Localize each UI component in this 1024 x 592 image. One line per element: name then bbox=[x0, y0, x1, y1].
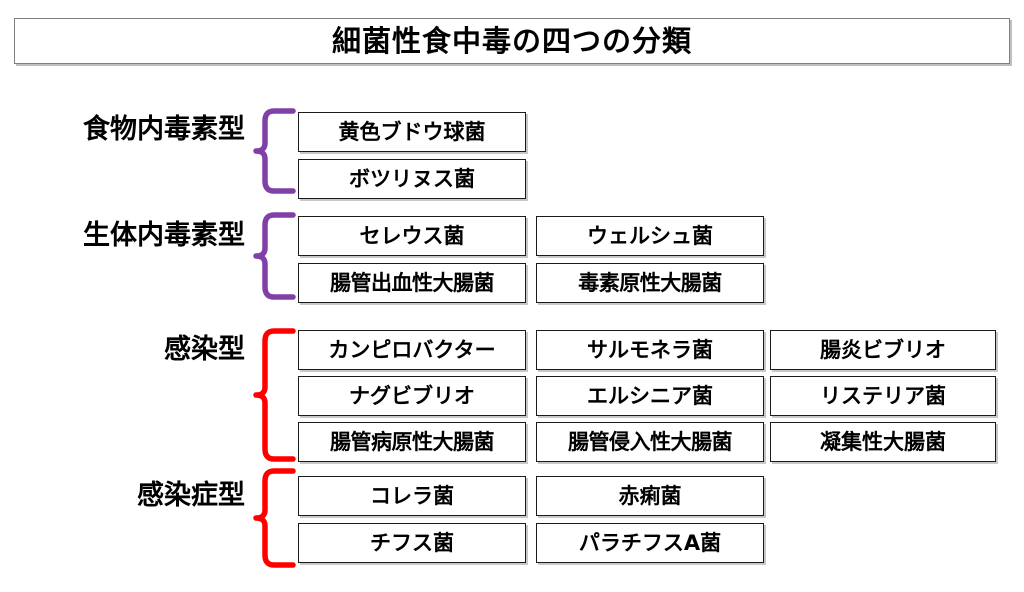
item-box: パラチフスA菌 bbox=[536, 523, 764, 563]
item-box: ボツリヌス菌 bbox=[298, 159, 526, 199]
item-box: セレウス菌 bbox=[298, 216, 526, 256]
item-label: 毒素原性大腸菌 bbox=[578, 270, 722, 295]
category-label-kansenshogata: 感染症型 bbox=[137, 480, 245, 511]
item-box: 凝集性大腸菌 bbox=[770, 422, 996, 462]
item-label: ボツリヌス菌 bbox=[349, 166, 475, 191]
item-box: コレラ菌 bbox=[298, 476, 526, 516]
item-label: 腸管侵入性大腸菌 bbox=[568, 429, 733, 454]
item-box: 黄色ブドウ球菌 bbox=[298, 112, 526, 152]
item-label: 黄色ブドウ球菌 bbox=[338, 119, 486, 144]
brace-seitai-naidokusogata bbox=[252, 211, 296, 301]
item-box: ナグビブリオ bbox=[298, 376, 526, 416]
item-box: 腸管出血性大腸菌 bbox=[298, 263, 526, 303]
item-label: 腸管出血性大腸菌 bbox=[330, 270, 495, 295]
brace-kansenshogata bbox=[252, 467, 296, 569]
item-box: カンピロバクター bbox=[298, 330, 526, 370]
item-label: 赤痢菌 bbox=[618, 483, 682, 508]
item-label: サルモネラ菌 bbox=[587, 337, 713, 362]
item-box: 腸管侵入性大腸菌 bbox=[536, 422, 764, 462]
diagram-title-box: 細菌性食中毒の四つの分類 bbox=[14, 18, 1010, 64]
item-label: リステリア菌 bbox=[820, 383, 946, 408]
item-label: ウェルシュ菌 bbox=[587, 223, 713, 248]
item-label: 凝集性大腸菌 bbox=[820, 429, 946, 454]
item-label: 腸炎ビブリオ bbox=[820, 337, 946, 362]
item-label: コレラ菌 bbox=[370, 483, 454, 508]
item-box: リステリア菌 bbox=[770, 376, 996, 416]
category-label-seitai-naidokusogata: 生体内毒素型 bbox=[83, 220, 245, 251]
item-box: 腸炎ビブリオ bbox=[770, 330, 996, 370]
item-label: パラチフスA菌 bbox=[578, 530, 722, 555]
item-box: 赤痢菌 bbox=[536, 476, 764, 516]
category-label-kansengata: 感染型 bbox=[164, 334, 245, 365]
item-label: セレウス菌 bbox=[359, 223, 465, 248]
item-box: エルシニア菌 bbox=[536, 376, 764, 416]
item-label: ナグビブリオ bbox=[349, 383, 475, 408]
brace-kansengata bbox=[252, 327, 296, 463]
item-box: サルモネラ菌 bbox=[536, 330, 764, 370]
item-box: 腸管病原性大腸菌 bbox=[298, 422, 526, 462]
item-box: ウェルシュ菌 bbox=[536, 216, 764, 256]
category-label-shokumotsu-naidokusogata: 食物内毒素型 bbox=[83, 114, 245, 145]
item-label: 腸管病原性大腸菌 bbox=[330, 429, 495, 454]
item-label: エルシニア菌 bbox=[587, 383, 713, 408]
item-label: チフス菌 bbox=[370, 530, 454, 555]
brace-shokumotsu-naidokusogata bbox=[252, 107, 296, 195]
item-box: チフス菌 bbox=[298, 523, 526, 563]
item-label: カンピロバクター bbox=[328, 337, 496, 362]
page-title: 細菌性食中毒の四つの分類 bbox=[331, 23, 692, 58]
item-box: 毒素原性大腸菌 bbox=[536, 263, 764, 303]
